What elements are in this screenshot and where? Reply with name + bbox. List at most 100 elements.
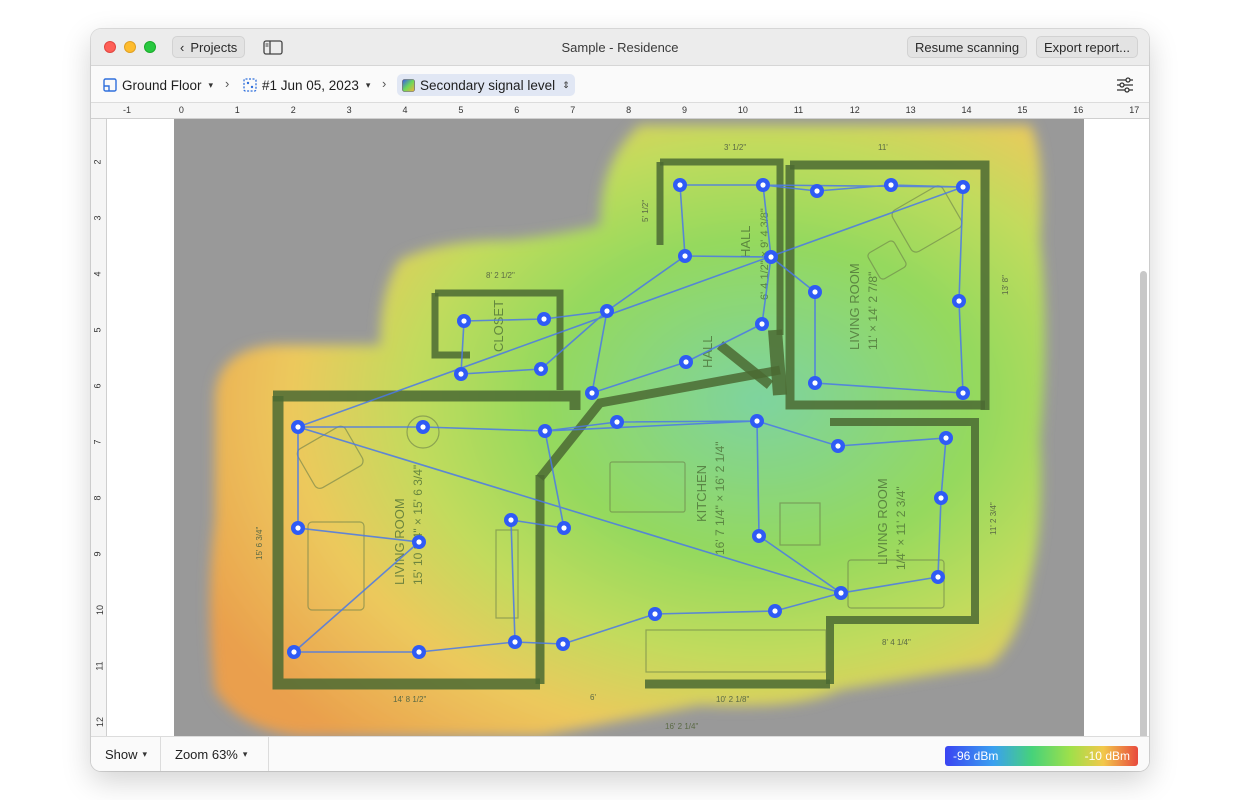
scan-point-inner: [420, 424, 426, 430]
ruler-tick-label: 5: [458, 105, 464, 115]
ruler-tick-label: 10: [95, 604, 106, 616]
dim-label: 8' 4 1/4": [882, 638, 911, 647]
dim-label: 16' 2 1/4": [665, 722, 698, 731]
scan-point[interactable]: [648, 607, 662, 621]
scan-point[interactable]: [287, 645, 301, 659]
ruler-tick-label: 3: [92, 215, 103, 221]
scan-point-inner: [461, 318, 467, 324]
export-report-button[interactable]: Export report...: [1036, 36, 1138, 58]
scan-points[interactable]: [287, 178, 970, 659]
scan-point[interactable]: [557, 521, 571, 535]
room-name-hall-1: HALL: [738, 225, 753, 258]
room-name-living-3: LIVING ROOM: [875, 478, 890, 565]
scan-point[interactable]: [600, 304, 614, 318]
scan-selector[interactable]: #1 Jun 05, 2023 ▾: [243, 74, 370, 96]
scan-point-inner: [960, 184, 966, 190]
scan-point-inner: [560, 641, 566, 647]
scan-point-inner: [835, 443, 841, 449]
zoom-menu-button[interactable]: Zoom 63% ▾: [161, 737, 269, 771]
scan-point[interactable]: [679, 355, 693, 369]
scan-point[interactable]: [956, 386, 970, 400]
scan-point[interactable]: [538, 424, 552, 438]
show-menu-button[interactable]: Show ▾: [91, 737, 161, 771]
scan-point[interactable]: [768, 604, 782, 618]
scan-point[interactable]: [810, 184, 824, 198]
scan-point[interactable]: [534, 362, 548, 376]
scan-point[interactable]: [808, 285, 822, 299]
chevron-left-icon: ‹: [180, 39, 185, 55]
ruler-tick-label: 12: [95, 716, 106, 728]
dim-label: 13' 8": [1001, 275, 1010, 295]
furniture: [296, 185, 963, 673]
dimension-labels: 8' 2 1/2" 14' 8 1/2" 10' 2 1/8" 16' 2 1/…: [255, 143, 1010, 731]
ruler-tick-label: 13: [905, 105, 916, 115]
dim-label: 6': [590, 693, 596, 702]
scan-point[interactable]: [931, 570, 945, 584]
scan-point[interactable]: [504, 513, 518, 527]
visualization-selector[interactable]: Secondary signal level ⇕: [397, 74, 575, 96]
ruler-tick-label: 7: [570, 105, 576, 115]
scan-point[interactable]: [508, 635, 522, 649]
scan-point[interactable]: [412, 645, 426, 659]
scan-point[interactable]: [934, 491, 948, 505]
scan-point[interactable]: [952, 294, 966, 308]
minimize-window-button[interactable]: [124, 41, 136, 53]
scan-point[interactable]: [750, 414, 764, 428]
vertical-scrollbar[interactable]: [1140, 271, 1147, 736]
projects-back-button[interactable]: ‹ Projects: [172, 36, 246, 58]
scan-point[interactable]: [831, 439, 845, 453]
scan-point-inner: [295, 424, 301, 430]
scan-point-inner: [812, 380, 818, 386]
view-settings-button[interactable]: [1115, 75, 1135, 95]
scan-icon: [243, 78, 257, 92]
scan-point[interactable]: [610, 415, 624, 429]
scan-point[interactable]: [956, 180, 970, 194]
ruler-tick-label: 10: [737, 105, 748, 115]
scan-point[interactable]: [755, 317, 769, 331]
scan-point[interactable]: [756, 178, 770, 192]
close-window-button[interactable]: [104, 41, 116, 53]
floor-selector[interactable]: Ground Floor ▾: [103, 74, 213, 96]
room-name-kitchen: KITCHEN: [694, 465, 709, 522]
scan-point[interactable]: [291, 420, 305, 434]
scan-point[interactable]: [454, 367, 468, 381]
dim-label: 15' 6 3/4": [255, 527, 264, 560]
floor-plan-canvas[interactable]: LIVING ROOM 15' 10 3/4" × 15' 6 3/4" KIT…: [108, 119, 1149, 736]
floor-plan-svg[interactable]: LIVING ROOM 15' 10 3/4" × 15' 6 3/4" KIT…: [108, 119, 1149, 736]
scan-point[interactable]: [752, 529, 766, 543]
projects-label: Projects: [190, 39, 238, 55]
resume-scanning-button[interactable]: Resume scanning: [907, 36, 1028, 58]
scan-point[interactable]: [834, 586, 848, 600]
ruler-tick-label: 2: [290, 105, 296, 115]
floor-walls: [272, 158, 990, 690]
room-dims-living-3: 1/4" × 11' 2 3/4": [894, 486, 908, 570]
zoom-window-button[interactable]: [144, 41, 156, 53]
scan-point[interactable]: [291, 521, 305, 535]
scan-point[interactable]: [764, 250, 778, 264]
app-window: ‹ Projects Sample - Residence Resume sca…: [91, 29, 1149, 771]
scan-point[interactable]: [939, 431, 953, 445]
scan-point-inner: [538, 366, 544, 372]
scan-point[interactable]: [585, 386, 599, 400]
scan-point[interactable]: [884, 178, 898, 192]
scan-point[interactable]: [457, 314, 471, 328]
ruler-tick-label: 17: [1129, 105, 1140, 115]
scan-point-inner: [541, 316, 547, 322]
scan-point[interactable]: [678, 249, 692, 263]
dim-label: 11': [878, 143, 888, 152]
scan-point-inner: [768, 254, 774, 260]
breadcrumb-separator-icon: ›: [225, 76, 230, 91]
chevron-down-icon: ▾: [208, 79, 214, 90]
toolbar: Ground Floor ▾ › #1 Jun 05, 2023 ▾ › Sec…: [91, 66, 1149, 103]
scan-point[interactable]: [537, 312, 551, 326]
floor-plan-icon: [103, 78, 117, 92]
ruler-tick-label: 3: [346, 105, 352, 115]
scan-point[interactable]: [673, 178, 687, 192]
scan-point[interactable]: [808, 376, 822, 390]
scan-point[interactable]: [556, 637, 570, 651]
toggle-sidebar-button[interactable]: [259, 36, 287, 58]
scan-point[interactable]: [412, 535, 426, 549]
scan-point[interactable]: [416, 420, 430, 434]
status-bar: Show ▾ Zoom 63% ▾ -96 dBm -10 dBm: [91, 736, 1149, 771]
